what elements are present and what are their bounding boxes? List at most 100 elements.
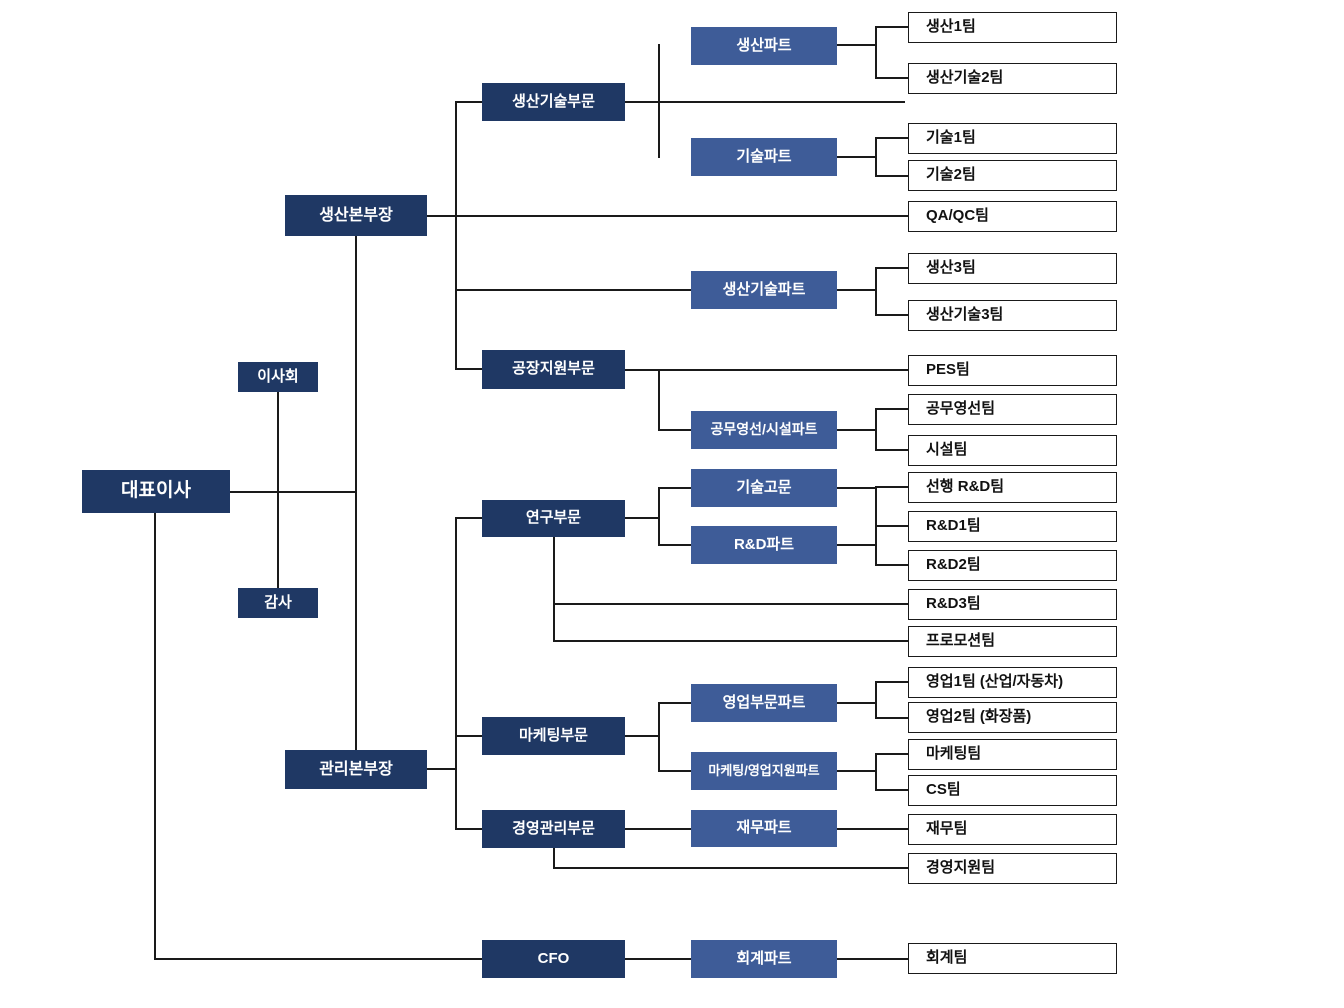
connector-line [625, 369, 908, 371]
node-production-hq-head: 생산본부장 [285, 195, 427, 236]
node-team-sales-2: 영업2팀 (화장품) [908, 702, 1117, 733]
connector-line [837, 770, 875, 772]
connector-line [875, 408, 908, 410]
connector-line [875, 681, 877, 719]
connector-line [875, 525, 908, 527]
connector-line [875, 26, 877, 79]
connector-line [875, 717, 908, 719]
connector-line [155, 958, 482, 960]
node-team-qa-qc: QA/QC팀 [908, 201, 1117, 232]
node-team-management-support: 경영지원팀 [908, 853, 1117, 884]
node-plant-support-division: 공장지원부문 [482, 350, 625, 389]
node-team-facilities: 시설팀 [908, 435, 1117, 466]
connector-line [658, 702, 691, 704]
connector-line [875, 753, 877, 791]
connector-line [455, 828, 482, 830]
connector-line [355, 236, 357, 750]
connector-line [875, 267, 908, 269]
node-marketing-division: 마케팅부문 [482, 717, 625, 755]
node-team-utilities: 공무영선팀 [908, 394, 1117, 425]
connector-line [875, 449, 908, 451]
node-research-division: 연구부문 [482, 500, 625, 537]
node-team-marketing: 마케팅팀 [908, 739, 1117, 770]
connector-line [837, 544, 875, 546]
node-admin-hq-head: 관리본부장 [285, 750, 427, 789]
connector-line [553, 603, 908, 605]
connector-line [277, 392, 279, 588]
node-team-rnd-2: R&D2팀 [908, 550, 1117, 581]
connector-line [658, 702, 660, 772]
connector-line [455, 101, 457, 370]
connector-line [658, 544, 691, 546]
connector-line [625, 958, 691, 960]
connector-line [837, 958, 908, 960]
node-team-pes: PES팀 [908, 355, 1117, 386]
connector-line [837, 429, 875, 431]
node-team-production-tech-3: 생산기술3팀 [908, 300, 1117, 331]
node-sales-part: 영업부문파트 [691, 684, 837, 722]
connector-line [837, 702, 875, 704]
connector-line [658, 770, 691, 772]
connector-line [875, 26, 908, 28]
connector-line [875, 486, 908, 488]
connector-line [553, 537, 555, 642]
node-production-part: 생산파트 [691, 27, 837, 65]
connector-line [875, 267, 877, 316]
node-team-advanced-rnd: 선행 R&D팀 [908, 472, 1117, 503]
node-rnd-part: R&D파트 [691, 526, 837, 564]
node-team-production-tech-2: 생산기술2팀 [908, 63, 1117, 94]
node-cfo: CFO [482, 940, 625, 978]
connector-line [875, 137, 908, 139]
node-tech-advisor: 기술고문 [691, 469, 837, 507]
connector-line [455, 735, 482, 737]
connector-line [154, 513, 156, 960]
connector-line [625, 517, 658, 519]
connector-line [455, 368, 482, 370]
connector-line [625, 828, 691, 830]
connector-line [875, 681, 908, 683]
node-team-tech-1: 기술1팀 [908, 123, 1117, 154]
node-board-of-directors: 이사회 [238, 362, 318, 392]
node-team-production-1: 생산1팀 [908, 12, 1117, 43]
node-tech-part: 기술파트 [691, 138, 837, 176]
node-team-finance: 재무팀 [908, 814, 1117, 845]
connector-line [658, 44, 660, 158]
connector-line [553, 867, 908, 869]
connector-line [658, 487, 660, 546]
connector-line [875, 789, 908, 791]
node-team-promotion: 프로모션팀 [908, 626, 1117, 657]
node-team-rnd-3: R&D3팀 [908, 589, 1117, 620]
connector-line [875, 753, 908, 755]
node-utilities-facilities-part: 공무영선/시설파트 [691, 411, 837, 449]
connector-line [875, 408, 877, 451]
connector-line [875, 137, 877, 177]
connector-line [875, 564, 908, 566]
node-team-accounting: 회계팀 [908, 943, 1117, 974]
connector-line [625, 735, 658, 737]
node-marketing-sales-support-part: 마케팅/영업지원파트 [691, 752, 837, 790]
connector-line [875, 175, 908, 177]
node-auditor: 감사 [238, 588, 318, 618]
connector-line [427, 215, 908, 217]
connector-line [455, 517, 482, 519]
node-ceo: 대표이사 [82, 470, 230, 513]
connector-line [230, 491, 355, 493]
connector-line [658, 369, 660, 431]
node-accounting-part: 회계파트 [691, 940, 837, 978]
node-production-tech-part: 생산기술파트 [691, 271, 837, 309]
node-team-production-3: 생산3팀 [908, 253, 1117, 284]
connector-line [837, 44, 875, 46]
node-team-sales-1: 영업1팀 (산업/자동차) [908, 667, 1117, 698]
node-finance-part: 재무파트 [691, 810, 837, 847]
connector-line [455, 101, 482, 103]
connector-line [553, 640, 908, 642]
connector-line [553, 848, 555, 869]
node-team-tech-2: 기술2팀 [908, 160, 1117, 191]
connector-line [625, 101, 905, 103]
connector-line [658, 487, 691, 489]
connector-line [837, 156, 875, 158]
connector-line [875, 314, 908, 316]
connector-line [455, 517, 457, 830]
node-production-tech-division: 생산기술부문 [482, 83, 625, 121]
